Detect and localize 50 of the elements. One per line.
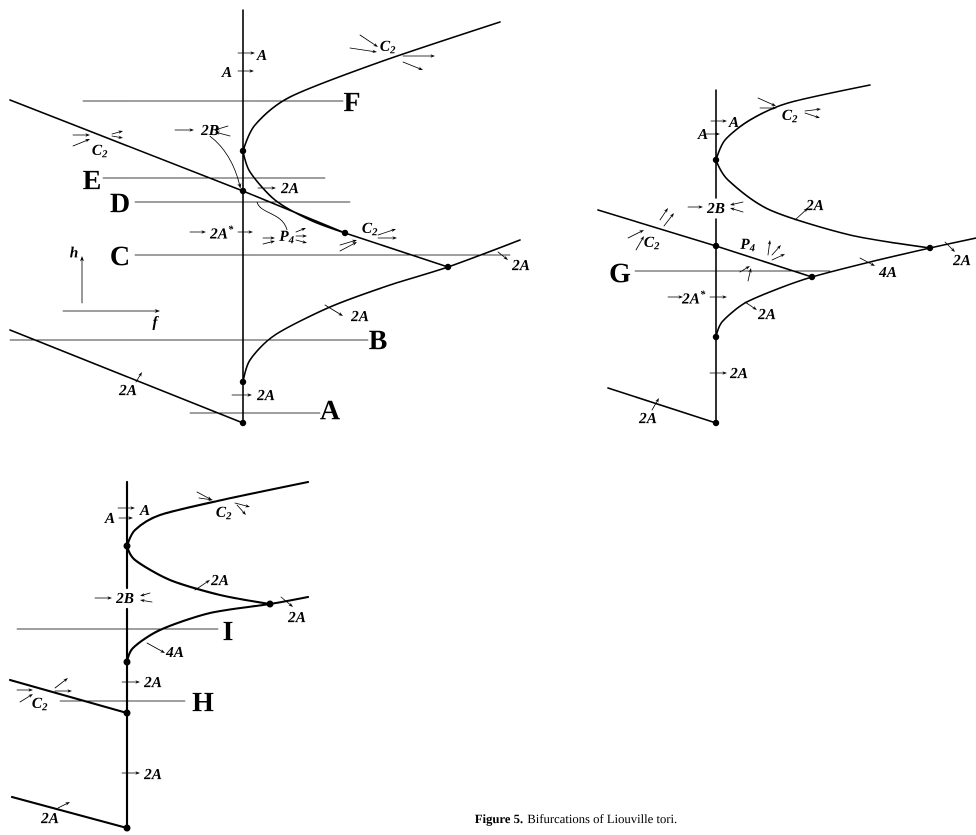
region-letter: B (369, 330, 387, 350)
point-label: 2B (116, 592, 134, 604)
point-label: C$_{2}$ (644, 236, 660, 250)
point-label: A (104, 512, 114, 524)
point-label: 2A (40, 812, 58, 824)
point-label: A (728, 116, 738, 128)
point-label: C$_{2}$ (380, 40, 396, 54)
point-label: 2A (806, 200, 824, 210)
point-label: 2A (144, 676, 162, 688)
point-label: C$_{2}$ (782, 110, 798, 122)
point-label: 2B (706, 202, 724, 214)
point-label: C$_{2}$ (362, 222, 378, 236)
point-label: A (256, 50, 266, 60)
point-label: A (139, 504, 150, 516)
region-letter: G (610, 264, 630, 282)
point-label: A (697, 128, 708, 140)
region-letter: H (192, 692, 214, 712)
point-label: 2A (280, 182, 298, 194)
region-letter: A (320, 400, 340, 420)
point-label: 2A (512, 260, 530, 270)
point-label: 2A (730, 368, 748, 378)
region-letter: E (83, 170, 100, 190)
point-label: 2A$^{*}$ (682, 290, 706, 304)
point-label: C$_{2}$ (216, 506, 232, 520)
region-letter: C (111, 246, 128, 266)
point-label: 2B (200, 124, 218, 136)
point-label: C$_{2}$ (32, 698, 48, 710)
point-label: 2A (350, 310, 368, 322)
region-letter: D (110, 194, 129, 212)
point-label: A (221, 66, 232, 78)
point-label: 2A (758, 308, 776, 320)
point-label: C$_{2}$ (92, 144, 108, 158)
leader-line (256, 202, 288, 230)
figure-caption: Figure 5. Bifurcations of Liouville tori. (475, 814, 676, 826)
point-label: 2A (144, 768, 162, 780)
region-letter: F (344, 92, 360, 112)
point-label: 2A (256, 390, 274, 400)
point-label: 2A (210, 574, 228, 586)
point-label: 2A (952, 254, 970, 266)
point-label: 4A (166, 646, 184, 658)
point-label: 2A (638, 412, 656, 424)
axis-label: h (70, 246, 78, 258)
point-label: 2A$^{*}$ (210, 226, 234, 238)
point-label: 2A (288, 612, 306, 622)
point-label: 2A (118, 384, 136, 396)
point-label: P$_{4}$ (740, 238, 755, 252)
axis-label: f (152, 316, 159, 330)
point-label: 4A (878, 266, 896, 278)
point-label: P$_{4}$ (279, 230, 294, 244)
region-letter: I (224, 622, 232, 640)
